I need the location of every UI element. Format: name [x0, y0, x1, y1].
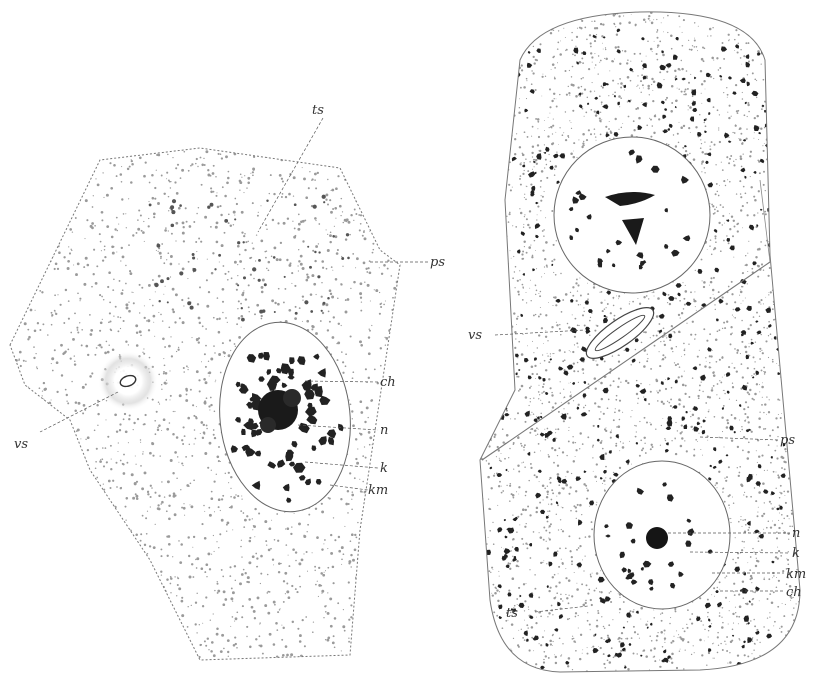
label-right-ps: ps — [780, 433, 795, 448]
left-cell — [4, 139, 406, 666]
label-left-n: n — [380, 423, 388, 438]
label-right-n: n — [792, 526, 800, 541]
label-right-ts: ts — [506, 606, 518, 621]
label-left-k: k — [380, 461, 388, 476]
label-left-km: km — [368, 483, 388, 498]
label-left-ch: ch — [380, 375, 396, 390]
label-right-ch: ch — [786, 585, 802, 600]
label-right-k: k — [792, 546, 800, 561]
label-left-vs: vs — [14, 437, 28, 452]
right-cell — [479, 10, 806, 677]
label-left-ts: ts — [312, 103, 324, 118]
right-lower-nucleolus — [646, 527, 668, 549]
label-right-vs: vs — [468, 328, 482, 343]
label-right-km: km — [786, 567, 806, 582]
right-vacuole — [580, 299, 660, 366]
right-upper-nucleus — [554, 137, 710, 293]
label-left-ps: ps — [430, 255, 445, 270]
